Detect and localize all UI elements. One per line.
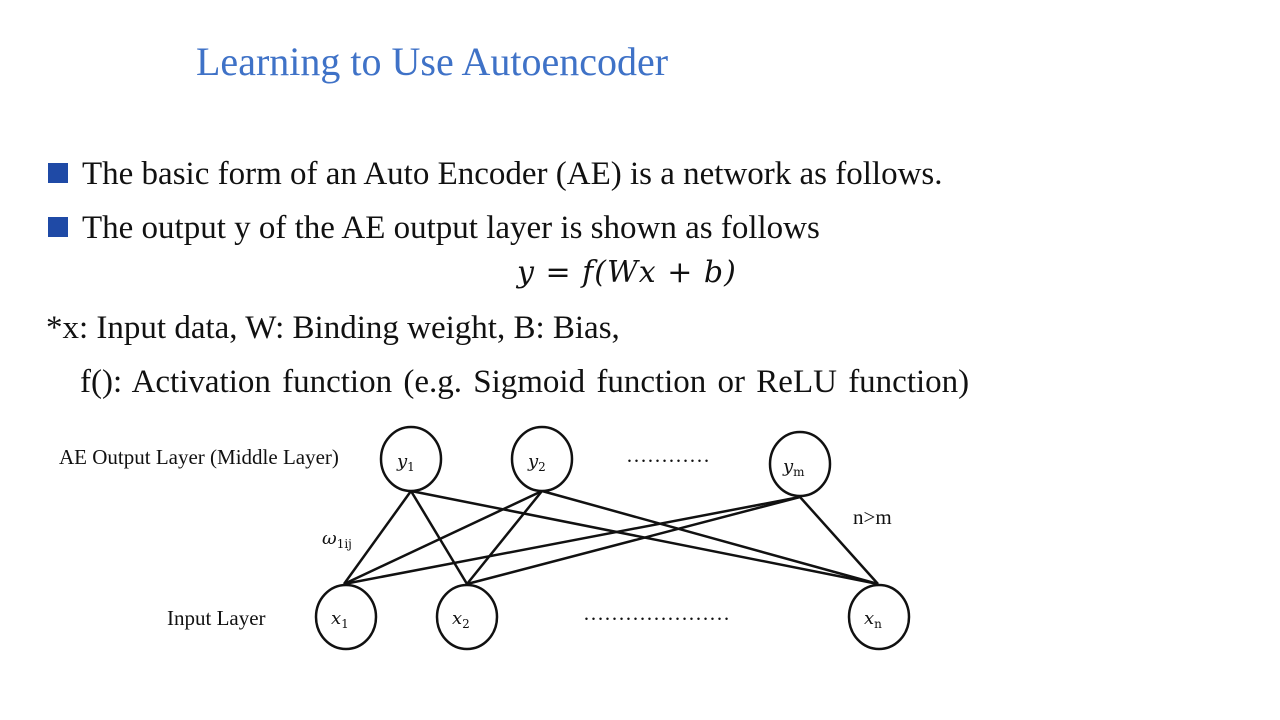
- edge: [466, 495, 801, 586]
- condition-label: n>m: [853, 505, 892, 529]
- output-node: ym: [768, 430, 832, 498]
- bullet-item: The basic form of an Auto Encoder (AE) i…: [48, 156, 943, 193]
- output-equation: y = f(Wx + b): [517, 255, 737, 290]
- variable-note: *x: Input data, W: Binding weight, B: Bi…: [46, 310, 620, 346]
- connections: [342, 489, 879, 586]
- edge: [409, 490, 469, 585]
- slide-title: Learning to Use Autoencoder: [196, 39, 669, 84]
- input-layer-label: Input Layer: [167, 606, 266, 630]
- edge: [342, 490, 413, 585]
- svg-text:ym: ym: [782, 456, 805, 479]
- bullet-item: The output y of the AE output layer is s…: [48, 210, 820, 247]
- bullet-text: The basic form of an Auto Encoder (AE) i…: [82, 156, 943, 192]
- activation-note: f(): Activation function (e.g. Sigmoid f…: [80, 364, 970, 400]
- input-node: xn: [847, 583, 911, 651]
- output-node: y1: [379, 425, 443, 493]
- svg-text:x2: x2: [452, 608, 470, 631]
- svg-text:y2: y2: [527, 451, 546, 474]
- edge: [466, 490, 543, 585]
- bullet-text: The output y of the AE output layer is s…: [82, 210, 820, 246]
- svg-text:xn: xn: [864, 608, 882, 631]
- edge: [343, 495, 801, 586]
- output-node: y2: [510, 425, 574, 493]
- bullet-square-icon: [48, 216, 68, 237]
- edge: [799, 496, 879, 585]
- output-layer-label: AE Output Layer (Middle Layer): [59, 445, 339, 469]
- input-node: x1: [314, 583, 378, 651]
- svg-text:y1: y1: [396, 451, 415, 474]
- svg-text:x1: x1: [331, 608, 349, 631]
- edge: [541, 489, 879, 586]
- input-ellipsis: …………………: [583, 601, 730, 625]
- input-node: x2: [435, 583, 499, 651]
- weight-label: ω1ij: [322, 528, 352, 551]
- bullet-square-icon: [48, 162, 68, 183]
- output-ellipsis: …………: [626, 443, 710, 467]
- edge: [343, 489, 543, 586]
